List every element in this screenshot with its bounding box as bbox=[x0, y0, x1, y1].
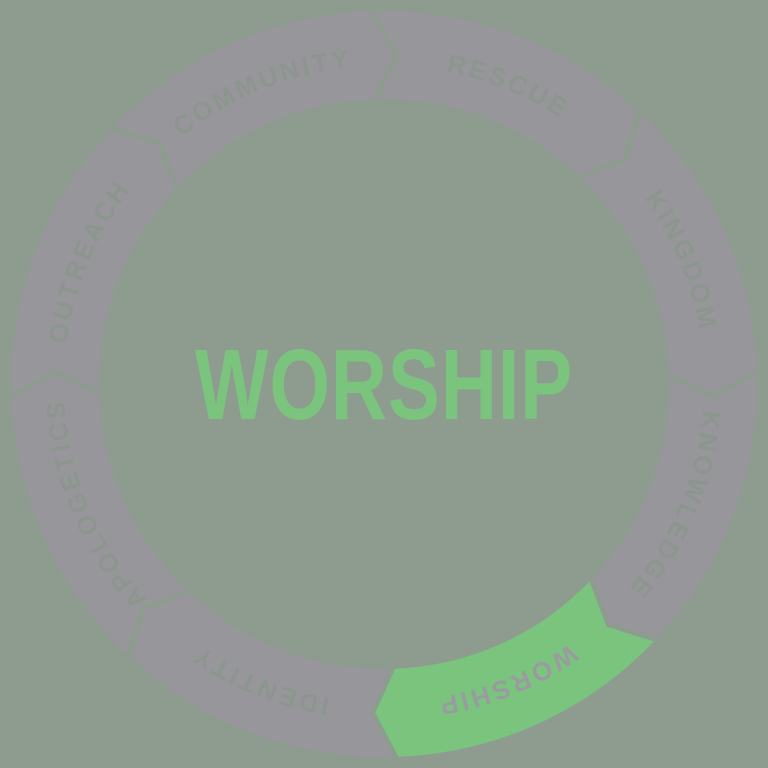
center-title: WORSHIP bbox=[195, 330, 573, 442]
segment-divider-arrow bbox=[587, 575, 660, 643]
segment-highlight-worship bbox=[372, 578, 657, 757]
segment-divider-arrow bbox=[664, 368, 761, 399]
segment-divider-arrow bbox=[575, 108, 643, 181]
segment-divider-arrow bbox=[108, 125, 181, 193]
segment-divider-arrow bbox=[7, 369, 104, 400]
segment-divider-arrow bbox=[369, 664, 400, 761]
wheel-inner-area bbox=[99, 99, 669, 669]
segment-divider-arrow bbox=[125, 587, 193, 660]
segment-divider-arrow bbox=[368, 7, 399, 104]
